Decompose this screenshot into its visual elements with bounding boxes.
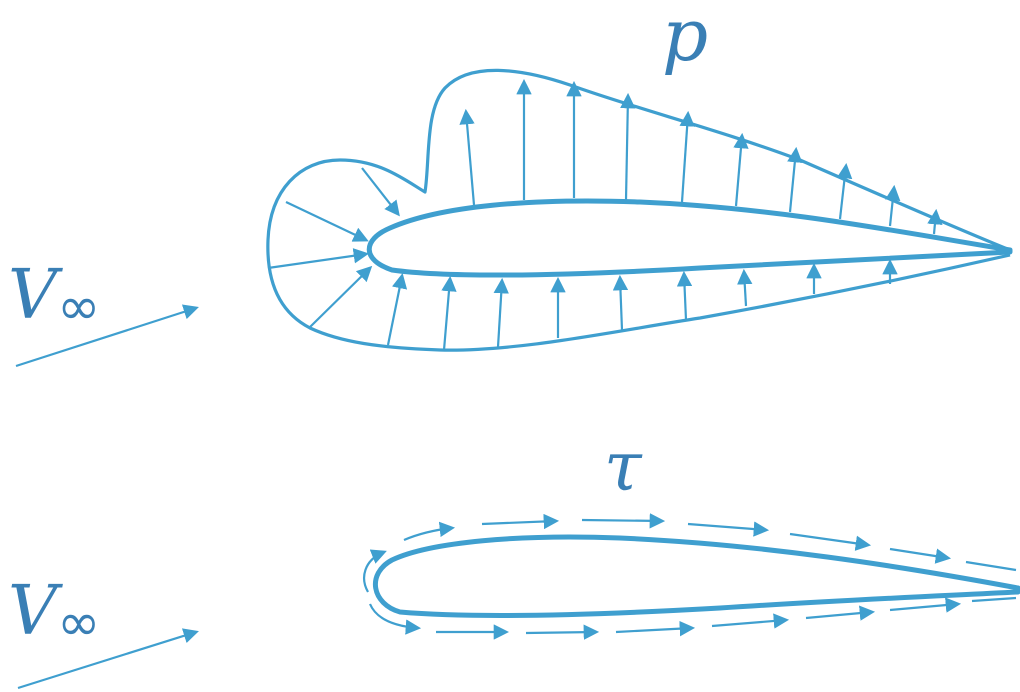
- pressure-arrow: [885, 184, 901, 227]
- pressure-arrow: [459, 108, 476, 206]
- pressure-arrow: [679, 110, 695, 203]
- leading-edge-pressure-arrows: [267, 167, 400, 328]
- shear-arrow: [889, 547, 952, 564]
- upper-pressure-arrows: [459, 78, 943, 235]
- freestream-label-top: V∞: [8, 256, 100, 337]
- shear-arrow: [687, 521, 770, 537]
- shear-arrow: [789, 532, 872, 551]
- shear-arrow: [971, 596, 1017, 603]
- pressure-arrow: [386, 272, 408, 346]
- pressure-arrow: [676, 270, 693, 321]
- shear-arrow: [481, 513, 560, 530]
- shear-label: τ: [604, 428, 643, 507]
- shear-arrow: [525, 624, 600, 640]
- pressure-arrow: [733, 132, 749, 207]
- shear-arrow: [965, 560, 1017, 572]
- pressure-arrow: [836, 162, 853, 220]
- pressure-arrow: [361, 167, 400, 217]
- shear-arrow: [615, 620, 696, 637]
- pressure-arrow: [927, 208, 943, 235]
- pressure-arrow: [737, 268, 753, 307]
- upper-shear-arrows: [363, 513, 1017, 593]
- lower-shear-arrows: [368, 596, 1017, 640]
- pressure-arrow: [787, 146, 803, 213]
- pressure-arrow: [612, 274, 629, 331]
- freestream-arrow-top: [15, 304, 199, 368]
- pressure-arrow: [309, 265, 373, 328]
- shear-arrow: [581, 513, 666, 529]
- pressure-arrow: [620, 92, 636, 201]
- shear-arrow: [363, 549, 387, 593]
- airfoil-top: [366, 198, 1013, 278]
- shear-arrow: [711, 613, 790, 629]
- airfoil-bottom: [373, 534, 1020, 618]
- pressure-arrow: [493, 277, 509, 348]
- shear-arrow: [403, 521, 456, 542]
- shear-arrow: [805, 605, 876, 621]
- pressure-label: p: [662, 0, 708, 77]
- pressure-envelope: [266, 68, 1011, 352]
- freestream-label-bottom: V∞: [8, 572, 100, 653]
- pressure-arrow: [441, 275, 457, 351]
- shear-stress-panel: τ V∞: [8, 428, 1020, 690]
- shear-arrow: [889, 597, 962, 613]
- shear-arrow: [368, 603, 422, 635]
- pressure-arrow: [285, 201, 369, 242]
- pressure-distribution-panel: p V∞: [8, 0, 1013, 368]
- freestream-arrow-bottom: [17, 628, 199, 690]
- lower-pressure-arrows: [386, 258, 898, 351]
- pressure-arrow: [267, 248, 370, 270]
